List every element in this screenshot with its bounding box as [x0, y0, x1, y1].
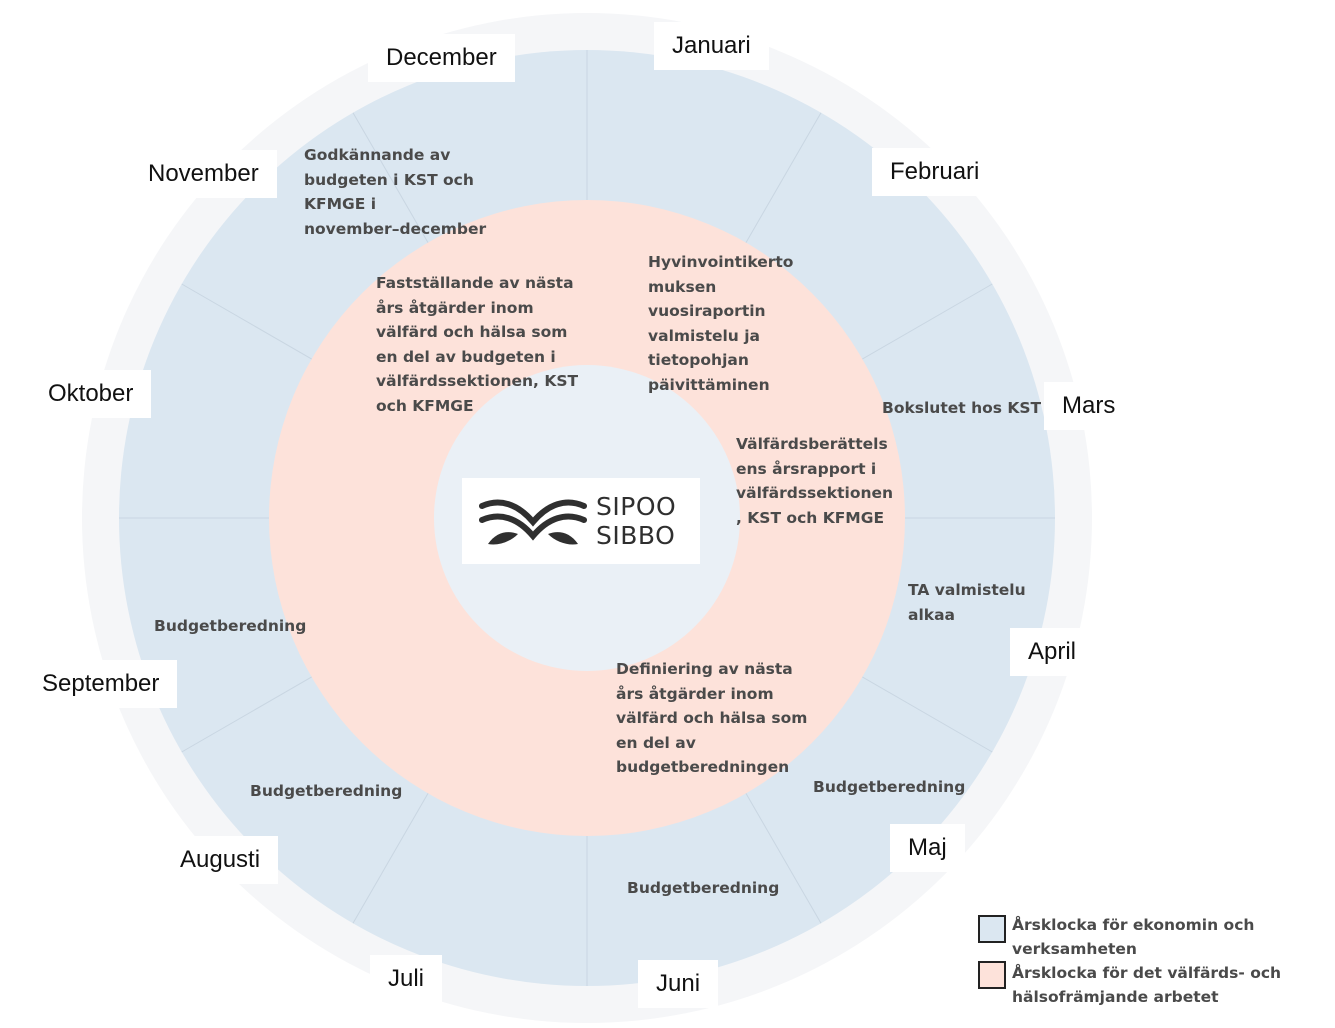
sipoo-sibbo-logo: SIPOO SIBBO — [462, 478, 700, 564]
note-ta-valmistelu: TA valmistelu alkaa — [908, 581, 1026, 624]
note-bokslutet: Bokslutet hos KST — [882, 399, 1042, 417]
note-hyvinvointikertomus: Hyvinvointikerto muksen vuosiraportin va… — [648, 253, 794, 394]
month-label-augusti: Augusti — [162, 836, 279, 884]
legend-swatch-welfare — [978, 961, 1006, 989]
wave-leaf-icon — [479, 499, 587, 545]
note-definiering: Definiering av nästa års åtgärder inom v… — [616, 660, 808, 776]
month-label-februari: Februari — [872, 148, 998, 196]
note-budgetberedning-maj: Budgetberedning — [813, 778, 966, 796]
month-label-september: September — [24, 660, 178, 708]
month-label-mars: Mars — [1044, 382, 1134, 430]
note-budgetberedning-juni: Budgetberedning — [627, 879, 780, 897]
month-label-maj: Maj — [890, 824, 965, 872]
legend-swatch-economy — [978, 915, 1006, 943]
month-label-april: April — [1010, 628, 1095, 676]
month-label-juni: Juni — [638, 960, 719, 1008]
legend-label-economy: Årsklocka för ekonomin och verksamheten — [1012, 916, 1255, 958]
logo-line-1: SIPOO — [596, 492, 677, 521]
note-faststallande: Fastställande av nästa års åtgärder inom… — [376, 274, 579, 415]
note-budgetberedning-september: Budgetberedning — [154, 617, 307, 635]
legend-label-welfare: Årsklocka för det välfärds- och hälsofrä… — [1012, 964, 1282, 1006]
month-label-december: December — [368, 34, 515, 82]
month-label-november: November — [130, 150, 277, 198]
note-valfardsberattelse: Välfärdsberättels ens årsrapport i välfä… — [736, 435, 894, 527]
note-godkannande-budget: Godkännande av budgeten i KST och KFMGE … — [304, 146, 487, 238]
note-budgetberedning-augusti: Budgetberedning — [250, 782, 403, 800]
logo-line-2: SIBBO — [596, 521, 676, 550]
month-label-oktober: Oktober — [30, 370, 152, 418]
month-label-januari: Januari — [654, 22, 769, 70]
month-label-juli: Juli — [370, 955, 443, 1003]
